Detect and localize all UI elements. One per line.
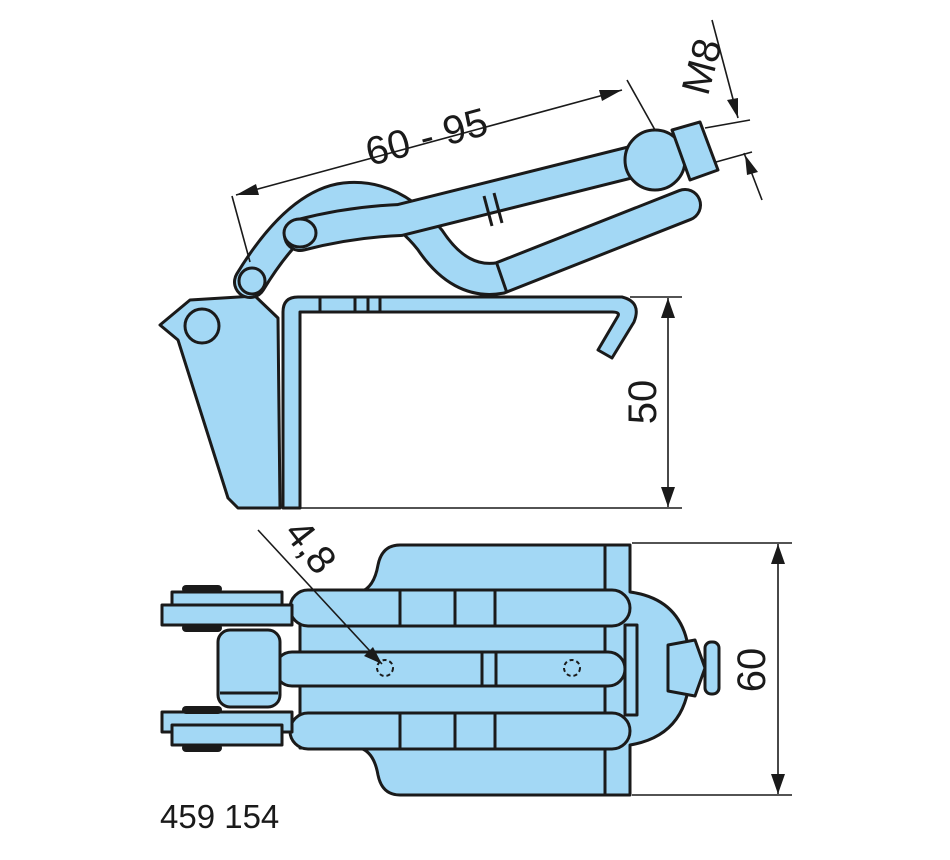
- thread-nut: [670, 120, 720, 182]
- pivot-knob: [282, 217, 318, 249]
- rod-lower: [288, 711, 632, 751]
- base-bracket: [158, 294, 282, 510]
- pivot-hole: [237, 266, 267, 296]
- dimension-width: 60: [730, 648, 774, 693]
- part-number: 459 154: [160, 798, 279, 835]
- end-plate: [623, 623, 639, 717]
- clevis-lower: [160, 706, 294, 752]
- mount-hole: [183, 307, 221, 345]
- base-plate: [281, 295, 638, 510]
- hex-nut: [666, 638, 707, 698]
- dimension-height: 50: [621, 380, 665, 425]
- dimension-hole: 4,8: [276, 512, 345, 583]
- rod-center: [273, 650, 627, 688]
- top-view: 60 4,8: [160, 512, 792, 797]
- clevis-upper: [160, 585, 294, 632]
- dimension-reach: 60 - 95: [361, 100, 493, 175]
- washer: [703, 640, 721, 696]
- dimension-thread: M8: [674, 34, 731, 99]
- side-view: 60 - 95 M8 50: [158, 19, 763, 510]
- pin-block: [216, 628, 282, 709]
- rod-collar: [480, 650, 498, 688]
